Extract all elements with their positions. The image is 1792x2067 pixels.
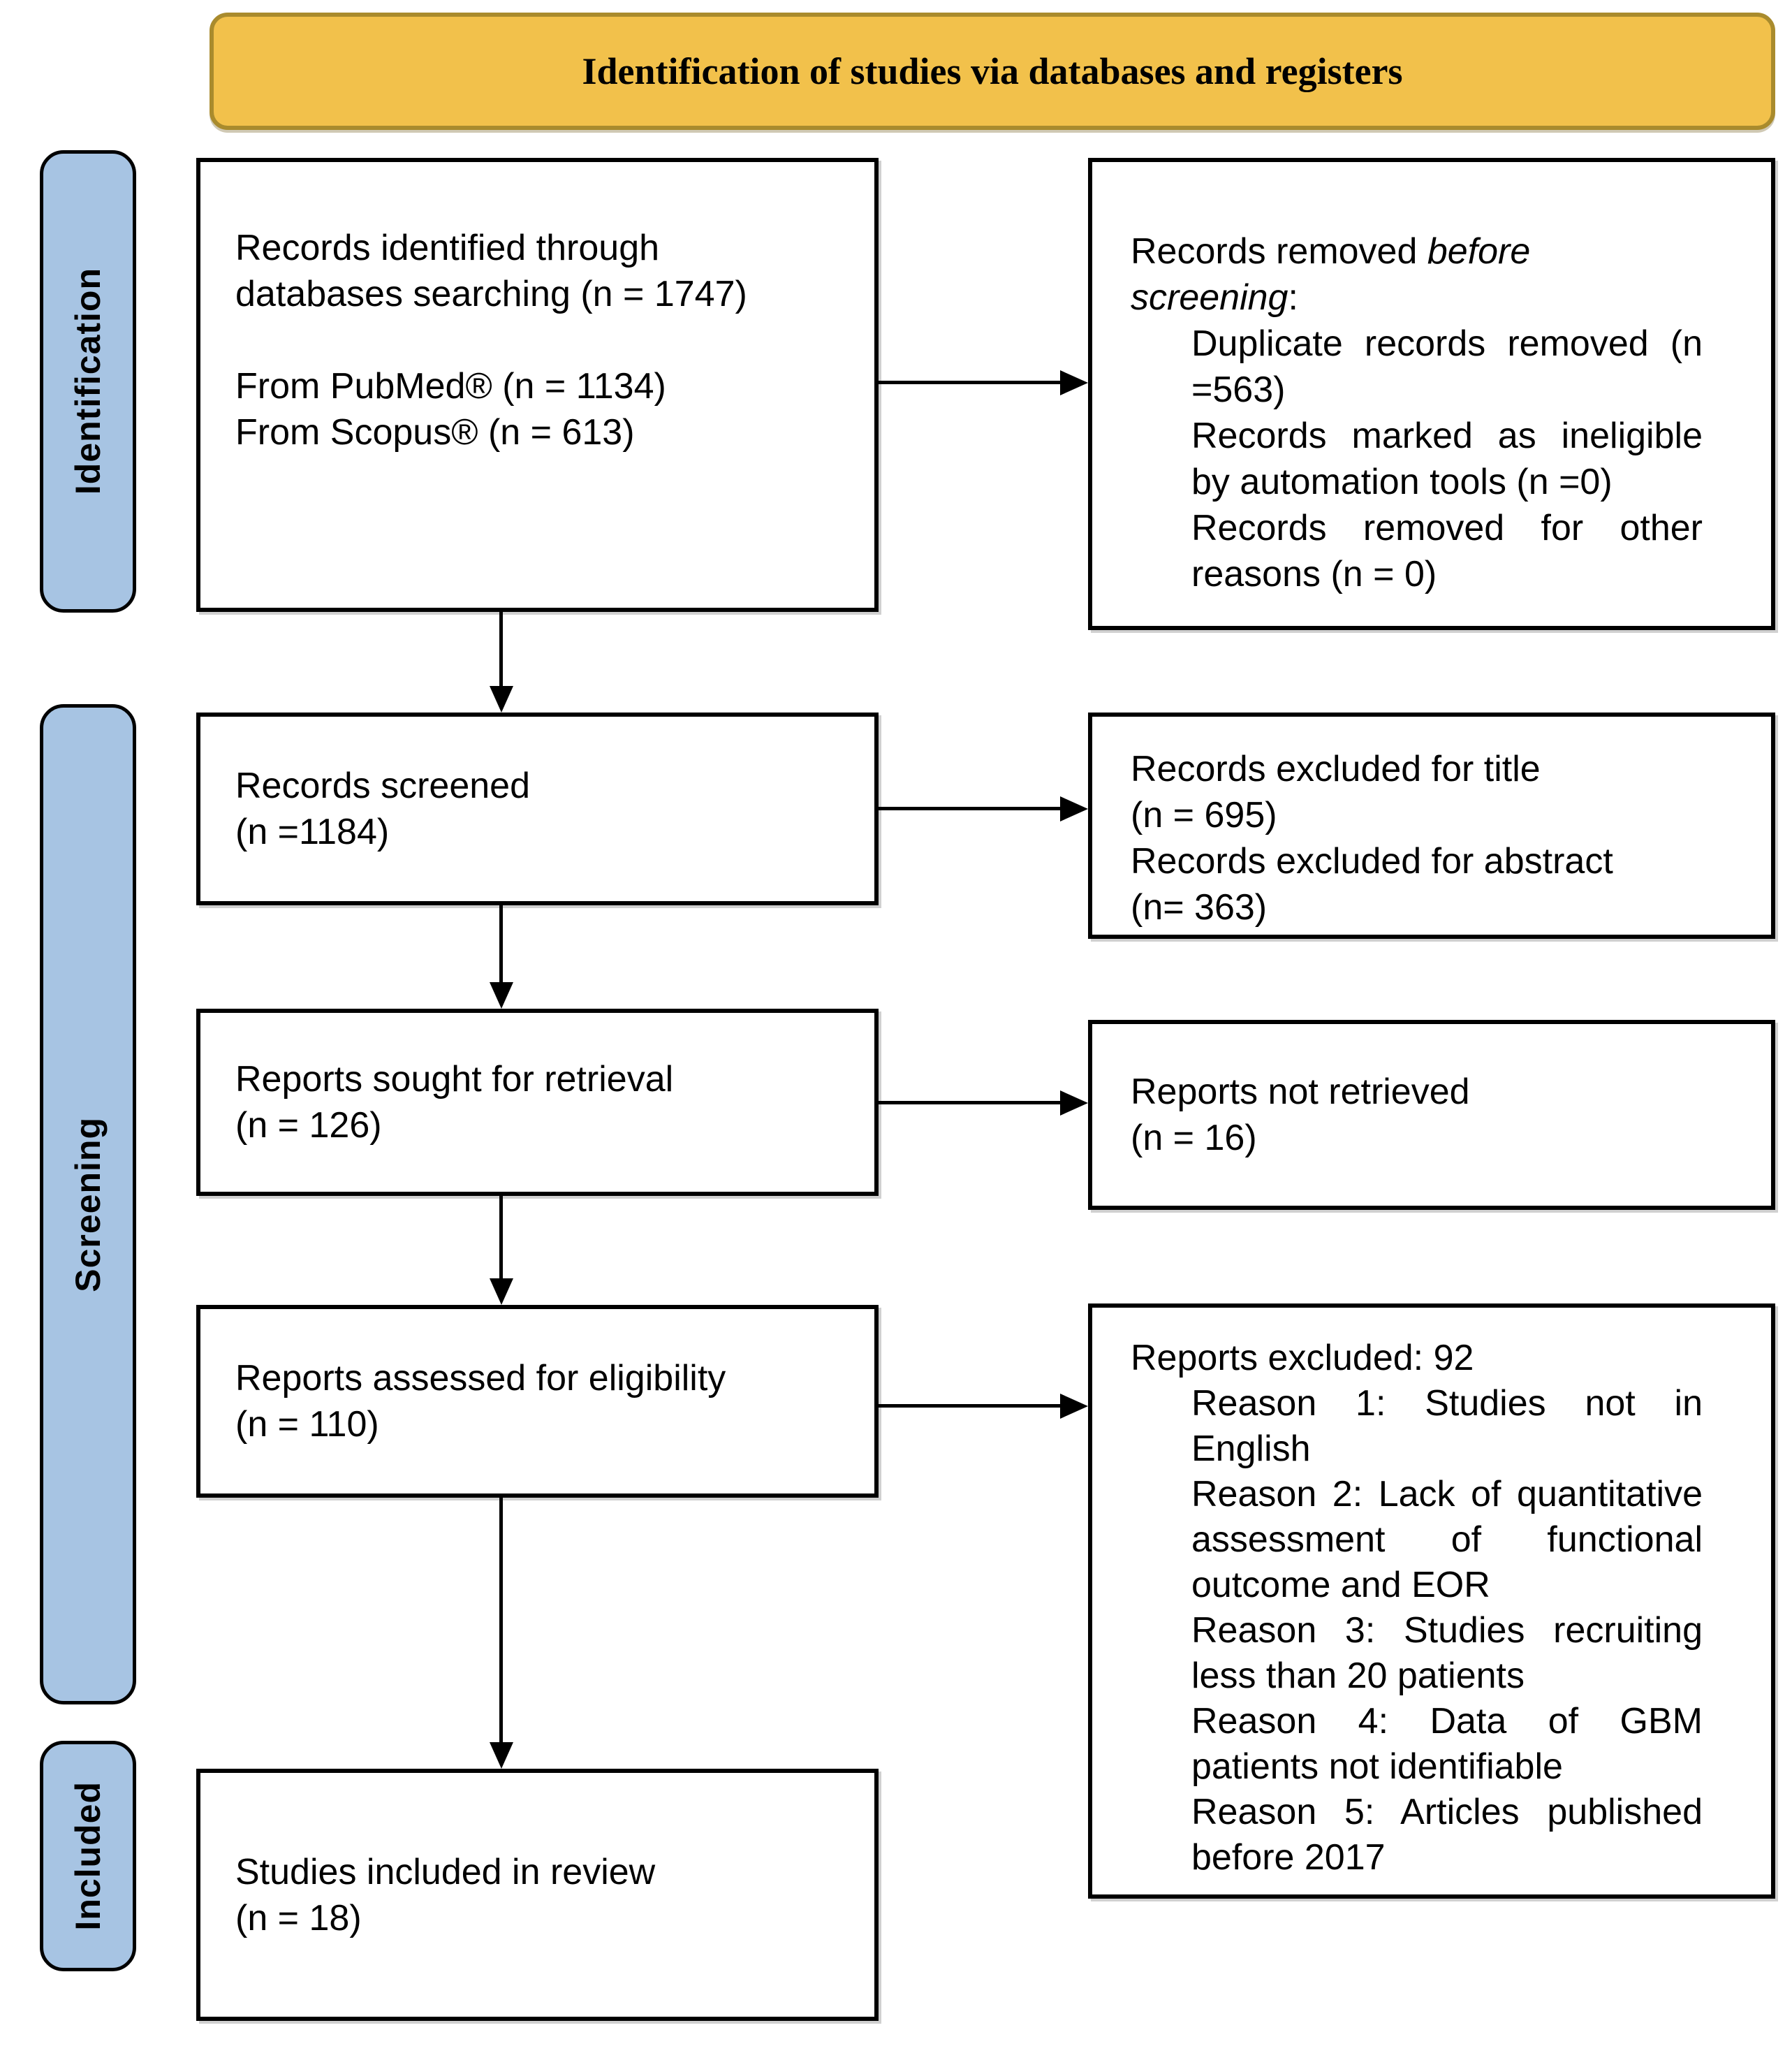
stage-label-screening: Screening — [40, 704, 136, 1704]
records-removed-intro-prefix: Records removed — [1131, 231, 1427, 272]
reports-not-retrieved-line-2: (n = 16) — [1131, 1118, 1257, 1158]
stage-label-identification-text: Identification — [68, 268, 108, 495]
diagram-title-banner: Identification of studies via databases … — [210, 13, 1775, 130]
box-reports-not-retrieved: Reports not retrieved (n = 16) — [1088, 1020, 1775, 1210]
reports-excluded-reason-5: Reason 5: Articles published before 2017 — [1191, 1792, 1703, 1878]
arrow-right-sought-to-not-retrieved-head — [1060, 1090, 1088, 1116]
box-records-removed-before-screening: Records removed before screening: Duplic… — [1088, 158, 1775, 630]
records-excluded-line-3: Records excluded for abstract — [1131, 841, 1613, 882]
arrow-down-screened-to-sought-head — [490, 982, 513, 1009]
box-reports-excluded: Reports excluded: 92 Reason 1: Studies n… — [1088, 1303, 1775, 1899]
records-identified-line-4: From Scopus® (n = 613) — [235, 412, 635, 453]
reports-sought-line-1: Reports sought for retrieval — [235, 1059, 674, 1100]
box-records-excluded: Records excluded for title (n = 695) Rec… — [1088, 713, 1775, 939]
records-excluded-line-1: Records excluded for title — [1131, 749, 1541, 789]
records-screened-line-1: Records screened — [235, 766, 530, 806]
arrow-right-assessed-to-excluded-line — [879, 1404, 1060, 1408]
records-removed-item-2: Records marked as ineligible by automati… — [1191, 416, 1703, 502]
arrow-down-screened-to-sought-line — [499, 905, 503, 982]
diagram-title: Identification of studies via databases … — [582, 50, 1403, 92]
stage-label-included-text: Included — [68, 1781, 108, 1931]
reports-excluded-reason-1: Reason 1: Studies not in English — [1191, 1383, 1703, 1469]
arrow-down-assessed-to-included-line — [499, 1498, 503, 1742]
stage-label-included: Included — [40, 1741, 136, 1971]
arrow-right-screened-to-excluded-head — [1060, 796, 1088, 821]
reports-excluded-intro: Reports excluded: 92 — [1131, 1338, 1474, 1378]
stage-label-screening-text: Screening — [68, 1116, 108, 1292]
arrow-down-sought-to-assessed-head — [490, 1278, 513, 1305]
records-excluded-line-2: (n = 695) — [1131, 795, 1277, 835]
reports-not-retrieved-line-1: Reports not retrieved — [1131, 1072, 1470, 1112]
arrow-right-identified-to-removed-line — [879, 381, 1060, 384]
records-removed-item-3: Records removed for other reasons (n = 0… — [1191, 508, 1703, 594]
reports-assessed-line-2: (n = 110) — [235, 1404, 379, 1445]
studies-included-line-1: Studies included in review — [235, 1851, 656, 1892]
box-studies-included: Studies included in review (n = 18) — [196, 1769, 879, 2021]
records-identified-line-2: databases searching (n = 1747) — [235, 274, 747, 314]
arrow-right-assessed-to-excluded-head — [1060, 1394, 1088, 1419]
stage-label-identification: Identification — [40, 150, 136, 613]
arrow-down-identified-to-screened-line — [499, 612, 503, 686]
records-removed-intro-suffix: : — [1288, 277, 1298, 318]
arrow-right-identified-to-removed-head — [1060, 370, 1088, 395]
records-removed-intro-italic: before screening — [1131, 231, 1531, 318]
reports-excluded-items: Reason 1: Studies not in English Reason … — [1191, 1381, 1703, 1880]
records-removed-items: Duplicate records removed (n =563) Recor… — [1191, 321, 1703, 597]
reports-assessed-line-1: Reports assessed for eligibility — [235, 1358, 726, 1398]
records-identified-line-3: From PubMed® (n = 1134) — [235, 366, 666, 407]
reports-excluded-reason-2: Reason 2: Lack of quantitative assessmen… — [1191, 1474, 1703, 1605]
box-reports-assessed: Reports assessed for eligibility (n = 11… — [196, 1305, 879, 1498]
records-screened-line-2: (n =1184) — [235, 812, 390, 852]
box-records-identified: Records identified through databases sea… — [196, 158, 879, 612]
reports-sought-line-2: (n = 126) — [235, 1105, 382, 1146]
arrow-down-assessed-to-included-head — [490, 1742, 513, 1769]
reports-excluded-reason-4: Reason 4: Data of GBM patients not ident… — [1191, 1701, 1703, 1787]
arrow-down-identified-to-screened-head — [490, 686, 513, 713]
records-excluded-line-4: (n= 363) — [1131, 887, 1268, 928]
box-reports-sought: Reports sought for retrieval (n = 126) — [196, 1009, 879, 1196]
box-records-screened: Records screened (n =1184) — [196, 713, 879, 905]
arrow-right-screened-to-excluded-line — [879, 807, 1060, 810]
arrow-down-sought-to-assessed-line — [499, 1196, 503, 1278]
records-removed-intro: Records removed before screening: — [1131, 228, 1668, 321]
reports-excluded-reason-3: Reason 3: Studies recruiting less than 2… — [1191, 1610, 1703, 1696]
records-identified-line-1: Records identified through — [235, 228, 660, 268]
studies-included-line-2: (n = 18) — [235, 1897, 362, 1938]
records-removed-item-1: Duplicate records removed (n =563) — [1191, 323, 1703, 410]
arrow-right-sought-to-not-retrieved-line — [879, 1101, 1060, 1104]
